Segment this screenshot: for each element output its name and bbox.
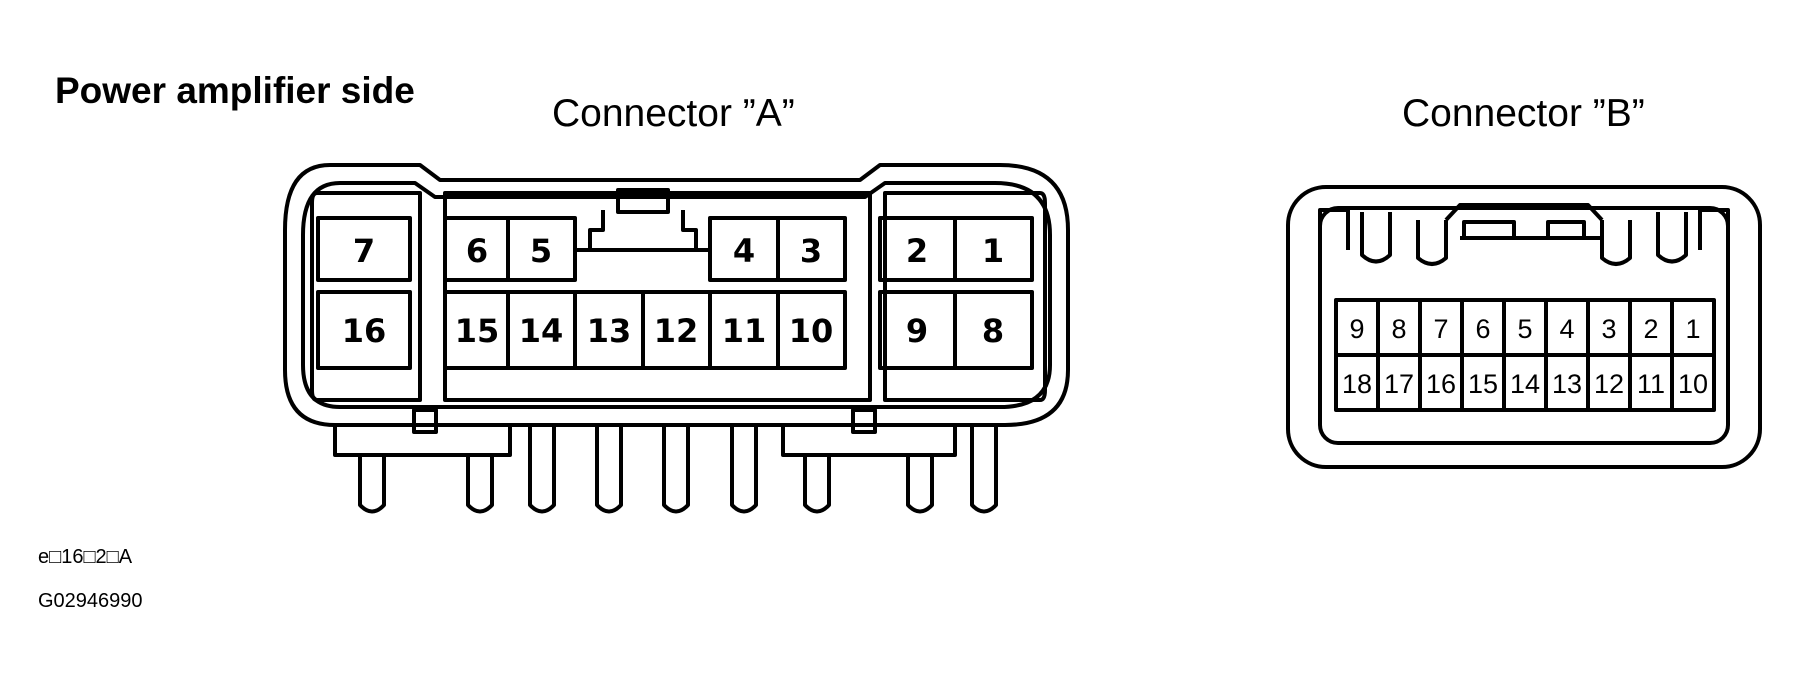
pin-a-6: 6 [466, 232, 488, 270]
connector-b-pin-labels: 9 8 7 6 5 4 3 2 1 18 17 16 15 14 13 12 1… [1342, 314, 1708, 399]
pin-b-9: 9 [1349, 314, 1364, 344]
pin-a-13: 13 [587, 312, 632, 350]
pin-b-10: 10 [1678, 369, 1708, 399]
pin-b-11: 11 [1637, 369, 1665, 399]
pin-a-12: 12 [654, 312, 699, 350]
connector-b-label: Connector ”B” [1402, 92, 1645, 135]
pin-a-3: 3 [800, 232, 822, 270]
pin-b-4: 4 [1559, 314, 1574, 344]
connector-a-housing [283, 163, 1070, 427]
pin-a-2: 2 [906, 232, 928, 270]
pin-b-14: 14 [1510, 369, 1540, 399]
pin-a-11: 11 [722, 312, 767, 350]
pin-b-17: 17 [1384, 369, 1414, 399]
pin-a-16: 16 [342, 312, 387, 350]
pin-b-5: 5 [1517, 314, 1532, 344]
pin-b-2: 2 [1643, 314, 1658, 344]
pin-b-8: 8 [1391, 314, 1406, 344]
pin-b-13: 13 [1552, 369, 1582, 399]
connector-a-terminals [333, 408, 998, 514]
pin-b-16: 16 [1426, 369, 1456, 399]
pin-a-4: 4 [733, 232, 755, 270]
pin-a-5: 5 [530, 232, 552, 270]
figure-code: e□16□2□A [38, 546, 133, 568]
pin-a-14: 14 [519, 312, 564, 350]
connector-a-pin-labels: 7 6 5 4 3 2 1 16 15 14 13 12 11 10 9 8 [342, 232, 1004, 350]
pin-a-1: 1 [982, 232, 1004, 270]
diagram-title: Power amplifier side [55, 70, 415, 111]
figure-id: G02946990 [38, 590, 143, 612]
pin-b-3: 3 [1601, 314, 1616, 344]
pin-b-6: 6 [1475, 314, 1490, 344]
pin-b-7: 7 [1433, 314, 1448, 344]
pin-a-8: 8 [982, 312, 1004, 350]
pin-a-9: 9 [906, 312, 928, 350]
pin-a-7: 7 [353, 232, 375, 270]
pin-b-15: 15 [1468, 369, 1498, 399]
pin-b-1: 1 [1685, 314, 1700, 344]
connector-b-housing [1286, 185, 1762, 469]
pin-a-15: 15 [455, 312, 500, 350]
connector-a-label: Connector ”A” [552, 92, 795, 135]
pin-a-10: 10 [789, 312, 834, 350]
pin-b-12: 12 [1594, 369, 1624, 399]
pin-b-18: 18 [1342, 369, 1372, 399]
